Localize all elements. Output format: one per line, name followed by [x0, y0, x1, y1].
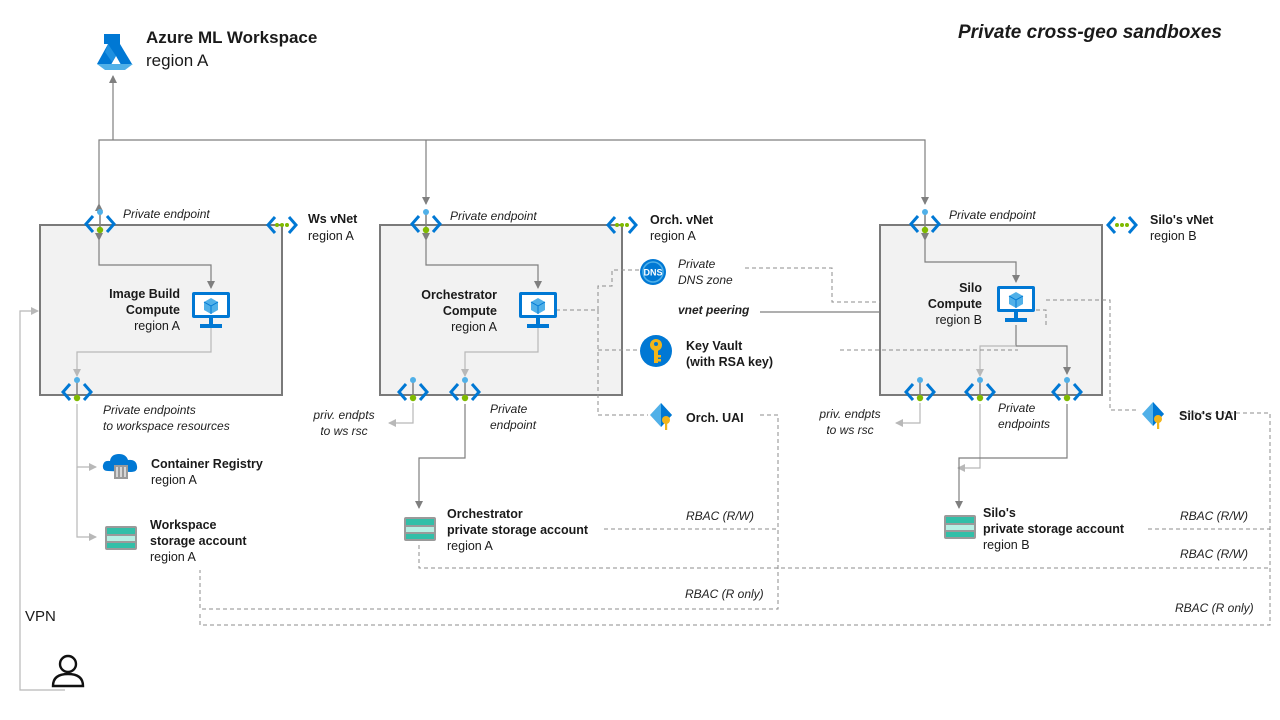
- orch-storage-region: region A: [447, 539, 493, 553]
- orch-pe-label: Private endpoint: [450, 209, 537, 223]
- ws-storage-name: Workspace: [150, 518, 217, 532]
- vnet-icon: [1106, 216, 1138, 234]
- orch-vnet-name: Orch. vNet: [650, 213, 714, 227]
- light-links: [19, 307, 1016, 691]
- silo-uai-label: Silo's UAI: [1179, 409, 1237, 423]
- compute-icon: [519, 292, 557, 328]
- container-registry-icon: [102, 454, 138, 479]
- compute-icon: [192, 292, 230, 328]
- private-endpoint-icon: [397, 377, 429, 402]
- compute-icon: [997, 286, 1035, 322]
- container-registry-region: region A: [151, 473, 197, 487]
- orch-vnet-region: region A: [650, 229, 696, 243]
- vnet-icon: [606, 216, 638, 234]
- image-build-compute-region: region A: [134, 319, 180, 333]
- silo-compute-label: Compute: [927, 297, 982, 311]
- storage-links: [415, 404, 1068, 509]
- silo-storage-name: Silo's: [983, 506, 1016, 520]
- storage-account-icon: [944, 515, 976, 539]
- orch-uai-label: Orch. UAI: [686, 411, 744, 425]
- private-endpoint-icon: [1051, 377, 1083, 402]
- orchestrator-compute-region: region A: [451, 320, 497, 334]
- silo-pe2-label: Private: [998, 401, 1036, 415]
- silo-storage-name: private storage account: [983, 522, 1125, 536]
- vnet-peering-label: vnet peering: [678, 303, 750, 317]
- orch-storage-name: private storage account: [447, 523, 589, 537]
- managed-identity-icon: [1142, 402, 1164, 429]
- ws-storage-region: region A: [150, 550, 196, 564]
- rbac-label: RBAC (R only): [685, 587, 764, 601]
- workspace-region: region A: [146, 51, 209, 70]
- rbac-label: RBAC (R/W): [1180, 509, 1248, 523]
- vpn-label: VPN: [25, 608, 56, 625]
- orchestrator-compute-label: Orchestrator: [421, 288, 497, 302]
- silo-priv-endpts-label: to ws rsc: [826, 423, 874, 437]
- orch-priv-endpts-label: priv. endpts: [313, 408, 375, 422]
- silo-pe-label: Private endpoint: [949, 208, 1036, 222]
- storage-account-icon: [105, 526, 137, 550]
- container-registry-name: Container Registry: [151, 457, 263, 471]
- private-endpoint-icon: [909, 209, 941, 234]
- private-endpoint-icon: [84, 209, 116, 234]
- dns-zone-label: DNS zone: [678, 273, 733, 287]
- ws-storage-name: storage account: [150, 534, 247, 548]
- orch-priv-endpts-label: to ws rsc: [320, 424, 368, 438]
- dashed-links: [199, 267, 1271, 626]
- image-build-compute-label: Compute: [125, 303, 180, 317]
- silo-pe2-label: endpoints: [998, 417, 1051, 431]
- image-build-compute-label: Image Build: [109, 287, 180, 301]
- silo-vnet-name: Silo's vNet: [1150, 213, 1214, 227]
- ws-vnet-name: Ws vNet: [308, 212, 358, 226]
- ws-vnet-region: region A: [308, 229, 354, 243]
- vnet-icon: [266, 216, 298, 234]
- orchestrator-compute-label: Compute: [442, 304, 497, 318]
- silo-compute-label: Silo: [959, 281, 982, 295]
- workspace-title: Azure ML Workspace: [146, 28, 318, 47]
- orch-pe2-label: endpoint: [490, 418, 537, 432]
- silo-priv-endpts-label: priv. endpts: [819, 407, 881, 421]
- ws-pe-label: Private endpoint: [123, 207, 210, 221]
- orch-storage-name: Orchestrator: [447, 507, 523, 521]
- private-endpoint-icon: [904, 377, 936, 402]
- rbac-label: RBAC (R/W): [686, 509, 754, 523]
- pe-resources-label: to workspace resources: [103, 419, 230, 433]
- dns-zone-label: Private: [678, 257, 716, 271]
- storage-account-icon: [404, 517, 436, 541]
- silo-compute-region: region B: [935, 313, 982, 327]
- silo-vnet-region: region B: [1150, 229, 1197, 243]
- private-endpoint-icon: [61, 377, 93, 402]
- diagram-title: Private cross-geo sandboxes: [958, 22, 1222, 43]
- key-vault-label: (with RSA key): [686, 355, 774, 369]
- managed-identity-icon: [650, 403, 672, 430]
- orch-pe2-label: Private: [490, 402, 528, 416]
- compute-links: [95, 233, 1071, 375]
- pe-resources-label: Private endpoints: [103, 403, 196, 417]
- svg-text:DNS: DNS: [643, 268, 662, 278]
- rbac-label: RBAC (R only): [1175, 601, 1254, 615]
- rbac-label: RBAC (R/W): [1180, 547, 1248, 561]
- workspace-bus: [95, 75, 929, 211]
- private-endpoint-icon: [410, 209, 442, 234]
- key-vault-icon: [640, 335, 672, 367]
- dns-zone-icon: DNS: [640, 259, 666, 285]
- user-icon: [51, 654, 85, 688]
- private-endpoint-icon: [449, 377, 481, 402]
- private-endpoint-icon: [964, 377, 996, 402]
- key-vault-label: Key Vault: [686, 339, 743, 353]
- silo-storage-region: region B: [983, 538, 1030, 552]
- azure-ml-icon: [97, 34, 133, 70]
